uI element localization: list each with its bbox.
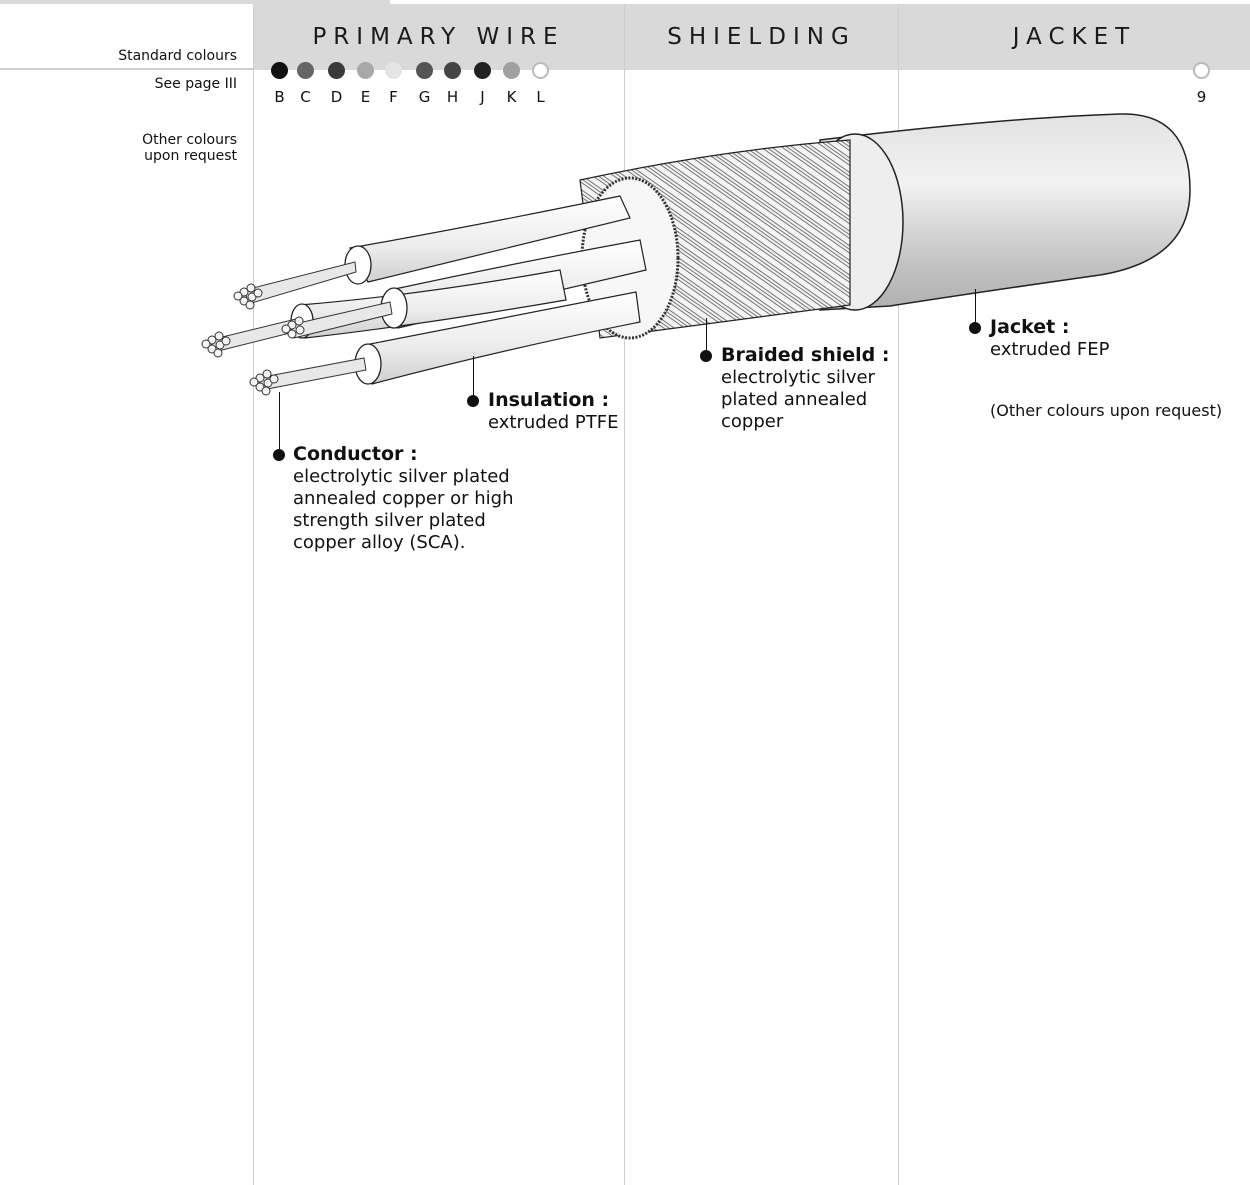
braid-line: copper	[721, 411, 783, 432]
standard-colours-label: Standard colours	[118, 48, 237, 64]
insulation-marker	[467, 395, 479, 407]
colour-code: H	[444, 88, 461, 106]
conductor-line: copper alloy (SCA).	[293, 532, 465, 553]
jacket-text: extruded FEP	[990, 339, 1110, 360]
jacket-colour-code: 9	[1193, 88, 1210, 106]
colour-swatch	[444, 62, 461, 79]
jacket-note: (Other colours upon request)	[990, 400, 1222, 422]
colour-code: E	[357, 88, 374, 106]
colour-code: L	[532, 88, 549, 106]
insulation-title: Insulation :	[488, 389, 609, 411]
conductor-marker	[273, 449, 285, 461]
braid-line: electrolytic silver	[721, 367, 875, 388]
header-title-primary-wire: PRIMARY WIRE	[253, 24, 624, 50]
jacket-callout: Jacket : extruded FEP	[990, 316, 1110, 361]
braid-marker	[700, 350, 712, 362]
conductor-line: annealed copper or high	[293, 488, 514, 509]
colour-code: D	[328, 88, 345, 106]
jacket-colour-swatch	[1193, 62, 1210, 79]
braid-title: Braided shield :	[721, 344, 889, 366]
colour-swatch	[271, 62, 288, 79]
colour-code: J	[474, 88, 491, 106]
header-title-jacket: JACKET	[899, 24, 1250, 50]
header-primary-wire: PRIMARY WIRE	[253, 4, 624, 70]
leader-line-insulation	[473, 356, 474, 400]
colour-swatch	[385, 62, 402, 79]
conductor-callout: Conductor : electrolytic silver plated a…	[293, 443, 514, 554]
colour-code: K	[503, 88, 520, 106]
colour-swatch	[357, 62, 374, 79]
header-shielding: SHIELDING	[625, 4, 898, 70]
colour-swatch	[297, 62, 314, 79]
leader-line-conductor	[279, 392, 280, 452]
jacket-marker	[969, 322, 981, 334]
conductor-line: strength silver plated	[293, 510, 486, 531]
conductor-title: Conductor :	[293, 443, 418, 465]
sidebar-rule	[0, 68, 253, 70]
insulation-text: extruded PTFE	[488, 412, 619, 433]
colour-code: F	[385, 88, 402, 106]
cable-illustration	[190, 110, 1200, 410]
colour-code: G	[416, 88, 433, 106]
conductor-line: electrolytic silver plated	[293, 466, 510, 487]
colour-code: C	[297, 88, 314, 106]
insulation-callout: Insulation : extruded PTFE	[488, 389, 619, 434]
colour-swatch	[416, 62, 433, 79]
jacket-title: Jacket :	[990, 316, 1069, 338]
colour-swatch	[532, 62, 549, 79]
colour-code: B	[271, 88, 288, 106]
see-page-label: See page III	[155, 76, 237, 92]
braid-line: plated annealed	[721, 389, 867, 410]
header-jacket: JACKET	[899, 4, 1250, 70]
braid-callout: Braided shield : electrolytic silver pla…	[721, 344, 889, 433]
colour-swatch	[503, 62, 520, 79]
header-title-shielding: SHIELDING	[625, 24, 898, 50]
colour-swatch	[328, 62, 345, 79]
colour-swatch	[474, 62, 491, 79]
